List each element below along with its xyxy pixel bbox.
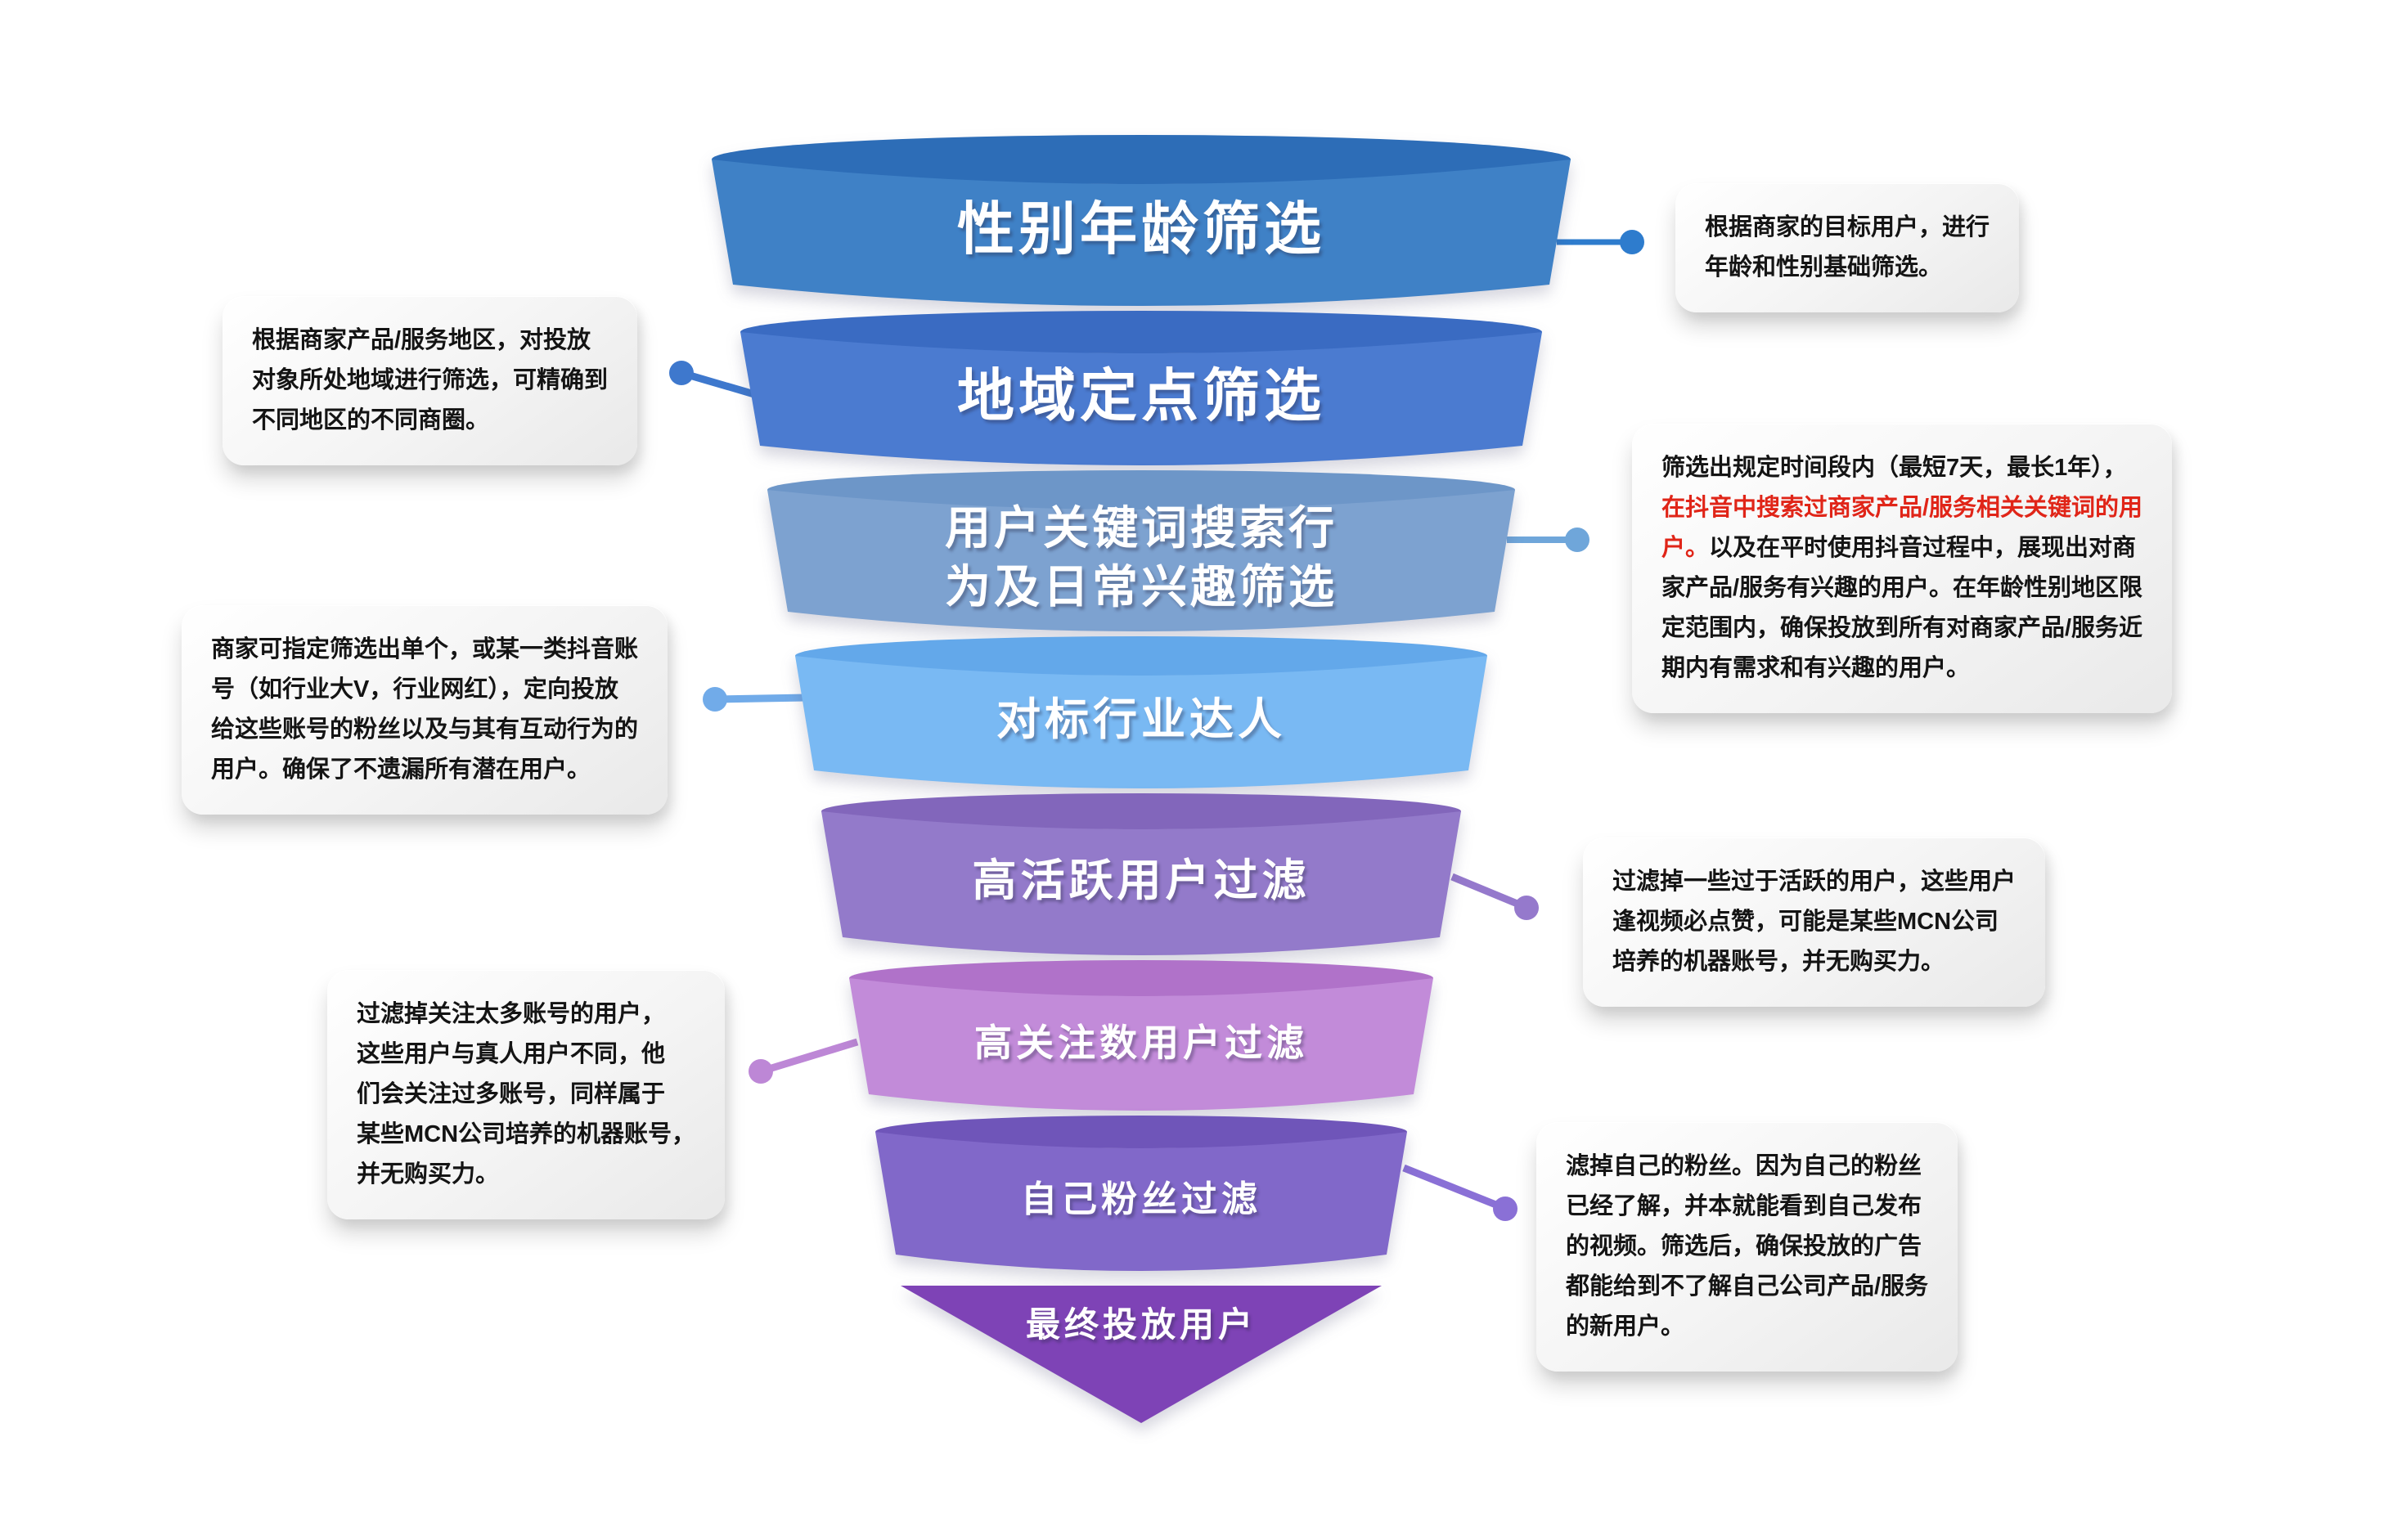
connector-dot bbox=[1565, 528, 1589, 552]
connector-left-3 bbox=[749, 1038, 859, 1084]
funnel-level-7-label: 自己粉丝过滤 bbox=[1021, 1179, 1261, 1219]
funnel-level-2-lid bbox=[740, 311, 1542, 353]
callout-left-3: 过滤掉关注太多账号的用户， 这些用户与真人用户不同，他 们会关注过多账号，同样属… bbox=[327, 970, 726, 1219]
funnel-level-2-face bbox=[740, 332, 1542, 465]
callout-text: 根据商家的目标用户，进行 年龄和性别基础筛选。 bbox=[1705, 214, 1990, 281]
funnel-level-3-lid bbox=[767, 470, 1515, 510]
connector-dot bbox=[703, 687, 727, 712]
connector-dot bbox=[669, 361, 694, 385]
connector-line bbox=[680, 369, 756, 398]
connector-dot bbox=[1620, 230, 1644, 254]
connector-right-1 bbox=[1557, 230, 1644, 254]
connector-line bbox=[1450, 873, 1525, 910]
connector-line bbox=[759, 1038, 859, 1075]
connector-right-3 bbox=[1450, 873, 1539, 920]
callout-right-4: 滤掉自己的粉丝。因为自己的粉丝 已经了解，并本就能看到自己发布 的视频。筛选后，… bbox=[1536, 1122, 1958, 1372]
callout-text: 筛选出规定时间段内（最短7天，最长1年）， 在抖音中搜索过商家产品/服务相关关键… bbox=[1661, 448, 2142, 689]
funnel-level-7-face bbox=[875, 1132, 1407, 1271]
funnel-final-face bbox=[901, 1286, 1382, 1423]
callout-left-2: 商家可指定筛选出单个，或某一类抖音账 号（如行业大V，行业网红），定向投放 给这… bbox=[182, 605, 668, 815]
connector-line bbox=[714, 694, 807, 703]
funnel-level-4-label: 对标行业达人 bbox=[996, 695, 1286, 744]
funnel-level-5-lid bbox=[821, 793, 1461, 829]
connector-right-4 bbox=[1402, 1164, 1517, 1221]
callout-left-1: 根据商家产品/服务地区，对投放 对象所处地域进行筛选，可精确到 不同地区的不同商… bbox=[223, 296, 638, 465]
funnel-level-5-label: 高活跃用户过滤 bbox=[972, 856, 1311, 905]
callout-right-2: 筛选出规定时间段内（最短7天，最长1年）， 在抖音中搜索过商家产品/服务相关关键… bbox=[1632, 424, 2173, 713]
funnel-level-2 bbox=[740, 311, 1542, 465]
connector-right-2 bbox=[1507, 528, 1589, 552]
funnel-level-6-lid bbox=[849, 960, 1433, 996]
callout-right-3: 过滤掉一些过于活跃的用户，这些用户 逢视频必点赞，可能是某些MCN公司 培养的机… bbox=[1583, 837, 2046, 1007]
funnel-level-6-label: 高关注数用户过滤 bbox=[974, 1021, 1308, 1064]
funnel-level-6-face bbox=[849, 978, 1433, 1111]
connector-dot bbox=[1514, 896, 1539, 920]
funnel-level-5-face bbox=[821, 811, 1461, 955]
funnel-level-7-lid bbox=[875, 1116, 1407, 1148]
funnel-level-2-label: 地域定点筛选 bbox=[957, 364, 1325, 428]
funnel-level-1-face bbox=[712, 159, 1571, 306]
funnel-final-label: 最终投放用户 bbox=[1025, 1305, 1257, 1344]
connector-left-1 bbox=[669, 361, 756, 398]
connector-dot bbox=[749, 1059, 773, 1084]
funnel-level-1 bbox=[712, 135, 1571, 306]
callout-text-highlight: 在抖音中搜索过商家产品/服务相关关键词的用 户。 bbox=[1661, 495, 2143, 561]
connector-dot bbox=[1493, 1197, 1517, 1221]
callout-text: 商家可指定筛选出单个，或某一类抖音账 号（如行业大V，行业网红），定向投放 给这… bbox=[211, 636, 639, 783]
funnel-final-triangle bbox=[901, 1286, 1382, 1423]
callout-text-plain: 筛选出规定时间段内（最短7天，最长1年）， bbox=[1661, 455, 2127, 481]
callout-right-1: 根据商家的目标用户，进行 年龄和性别基础筛选。 bbox=[1675, 183, 2020, 312]
connector-line bbox=[1402, 1164, 1504, 1211]
callout-text: 过滤掉一些过于活跃的用户，这些用户 逢视频必点赞，可能是某些MCN公司 培养的机… bbox=[1612, 869, 2017, 975]
callout-text: 滤掉自己的粉丝。因为自己的粉丝 已经了解，并本就能看到自己发布 的视频。筛选后，… bbox=[1566, 1153, 1929, 1340]
funnel-level-6 bbox=[849, 960, 1433, 1111]
funnel-level-3 bbox=[767, 470, 1515, 631]
funnel-level-3-face bbox=[767, 490, 1515, 631]
callout-text: 根据商家产品/服务地区，对投放 对象所处地域进行筛选，可精确到 不同地区的不同商… bbox=[252, 327, 609, 433]
callout-text: 过滤掉关注太多账号的用户， 这些用户与真人用户不同，他 们会关注过多账号，同样属… bbox=[357, 1001, 696, 1188]
funnel-level-1-lid bbox=[712, 135, 1571, 184]
funnel-level-5 bbox=[821, 793, 1461, 955]
callout-text-plain: 以及在平时使用抖音过程中，展现出对商 家产品/服务有兴趣的用户。在年龄性别地区限… bbox=[1661, 535, 2143, 681]
funnel-level-4-face bbox=[795, 656, 1487, 788]
funnel-level-7 bbox=[875, 1116, 1407, 1271]
connector-left-2 bbox=[703, 687, 807, 712]
funnel-level-1-label: 性别年龄筛选 bbox=[957, 197, 1325, 261]
funnel-level-3-label: 用户关键词搜索行为及日常兴趣筛选 bbox=[945, 502, 1338, 613]
funnel-level-4 bbox=[795, 636, 1487, 788]
funnel-level-4-lid bbox=[795, 636, 1487, 676]
